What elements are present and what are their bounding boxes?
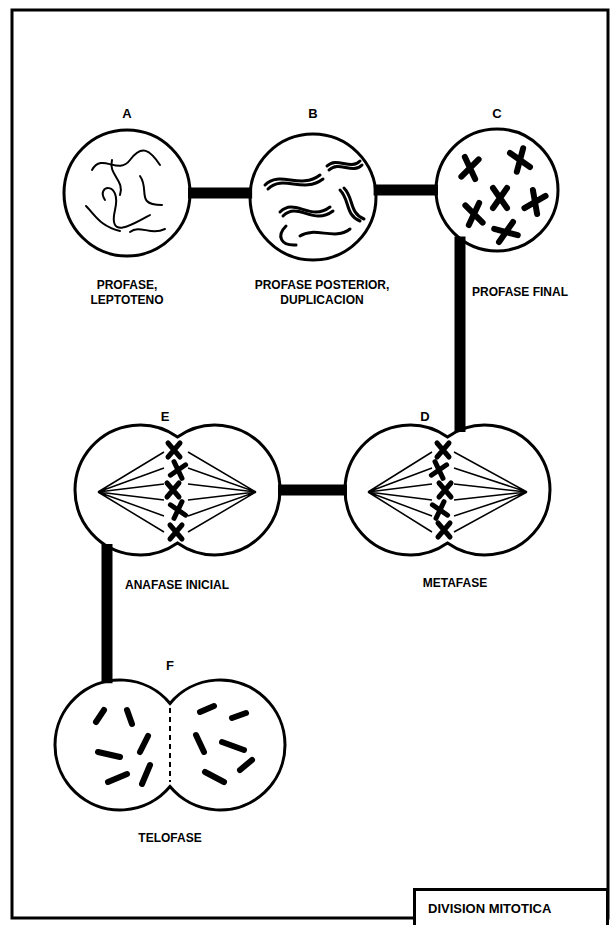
stage-connector [455,236,466,432]
stage-label: METAFASE [421,576,489,591]
stage-label: ANAFASE INICIAL [123,578,231,593]
stage-letter: C [490,106,503,121]
cell-outline [345,425,550,555]
cell-outline [75,425,280,555]
stage-letter: F [164,658,176,673]
stage-label: TELOFASE [136,831,203,846]
label-holder: PROFASE POSTERIOR, DUPLICACION [227,278,417,308]
page-frame [12,10,608,918]
cell-outline [55,680,285,810]
cell-circle: CPROFASE FINAL [436,129,558,251]
stage-letter: B [306,106,319,121]
cell-membrane [64,130,190,256]
label-holder: PROFASE FINAL [470,282,610,300]
label-holder: ANAFASE INICIAL [123,575,273,593]
stage-connector [102,544,113,683]
cell-outline [64,130,190,256]
title-box: DIVISION MITOTICA [413,888,609,925]
cell-circle: FTELOFASE [55,680,285,810]
stage-label: PROFASE, LEPTOTENO [67,278,187,308]
cell-circle: BPROFASE POSTERIOR, DUPLICACION [250,134,376,260]
label-holder: F [155,656,185,674]
cell-membrane [345,425,550,555]
label-holder: D [410,407,440,425]
stage-letter: D [418,409,431,424]
cell-membrane [55,680,285,810]
cell-membrane [436,129,558,251]
stage-letter: A [120,106,133,121]
stage-connector [374,185,438,196]
cell-outline [436,129,558,251]
condensed-chromosomes [461,148,545,242]
anaphase-chromosomes [167,443,186,539]
metaphase-spindle [368,452,527,532]
label-holder: PROFASE, LEPTOTENO [67,278,187,308]
diagram-title: DIVISION MITOTICA [428,901,551,917]
label-holder: C [482,104,512,122]
label-holder: A [112,104,142,122]
stage-letter: E [159,409,172,424]
cell-membrane [75,425,280,555]
telophase-chromosomes [96,706,252,784]
cell-circle: EANAFASE INICIAL [75,425,280,555]
cell-circle: DMETAFASE [345,425,550,555]
stage-connector [278,485,347,496]
metaphase-chromosomes [431,443,451,537]
cell-outline [250,134,376,260]
stage-connector [188,188,252,199]
label-holder: METAFASE [385,573,525,591]
leptotene-threads [86,151,165,232]
label-holder: TELOFASE [100,828,240,846]
duplicated-threads [265,161,364,245]
cell-circle: APROFASE, LEPTOTENO [64,130,190,256]
stage-label: PROFASE FINAL [470,285,570,300]
stage-label: PROFASE POSTERIOR, DUPLICACION [227,278,417,308]
label-holder: E [150,407,180,425]
cell-membrane [250,134,376,260]
cleavage-line [169,708,171,782]
anaphase-spindle [98,452,256,532]
label-holder: B [298,104,328,122]
